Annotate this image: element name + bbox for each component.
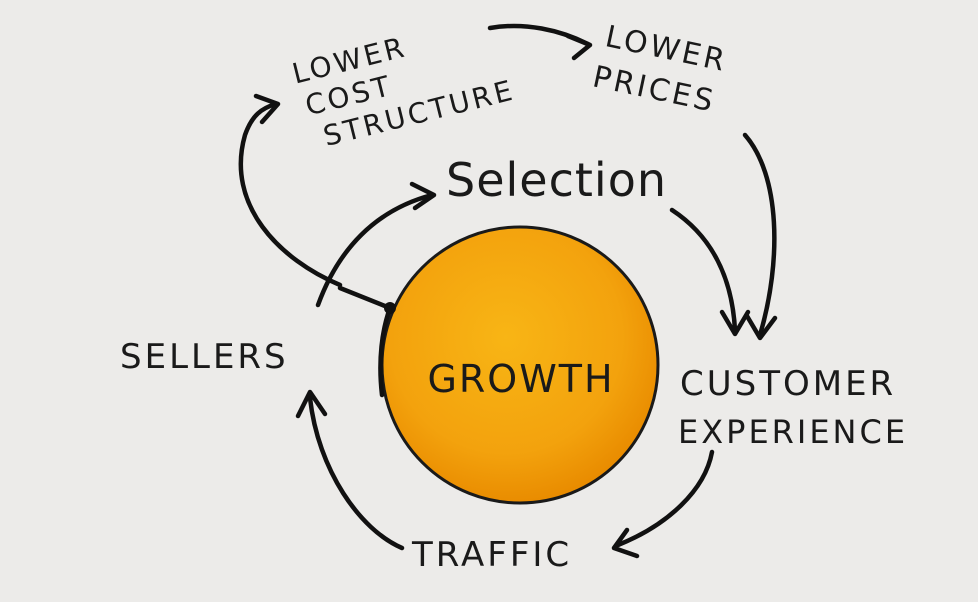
arrow-sellers-to-selection <box>315 192 435 308</box>
arrowhead-customer-experience-right <box>744 313 778 341</box>
lower-cost-structure-label: LOWER COST STRUCTURE <box>289 30 518 153</box>
growth-label: GROWTH <box>427 357 614 401</box>
arrowhead-sellers <box>295 389 328 419</box>
arrowhead-selection <box>409 181 437 211</box>
arrow-customer-experience-to-traffic <box>615 449 715 548</box>
traffic-label: TRAFFIC <box>411 535 572 575</box>
arrowhead-traffic <box>611 527 640 559</box>
customer-label: CUSTOMER <box>680 364 896 404</box>
arrow-traffic-to-sellers <box>307 395 405 551</box>
arrow-growth-to-lower-cost <box>238 101 343 288</box>
arrowhead-lower-cost <box>253 93 281 125</box>
selection-label: Selection <box>446 153 667 207</box>
arrow-lower-prices-to-customer-experience <box>742 132 777 338</box>
arrow-selection-to-customer-experience <box>669 207 738 333</box>
flywheel-arrows <box>238 23 778 559</box>
lower-prices-label: LOWER PRICES <box>590 19 731 119</box>
circle-edge-emphasis <box>378 305 393 398</box>
experience-label: EXPERIENCE <box>678 413 908 451</box>
arrowhead-customer-experience-left <box>719 309 751 337</box>
arrow-lower-cost-to-lower-prices <box>487 23 591 47</box>
connector-growth-stub <box>337 285 393 311</box>
arrowhead-lower-prices <box>565 33 593 61</box>
sellers-label: SELLERS <box>120 337 289 377</box>
